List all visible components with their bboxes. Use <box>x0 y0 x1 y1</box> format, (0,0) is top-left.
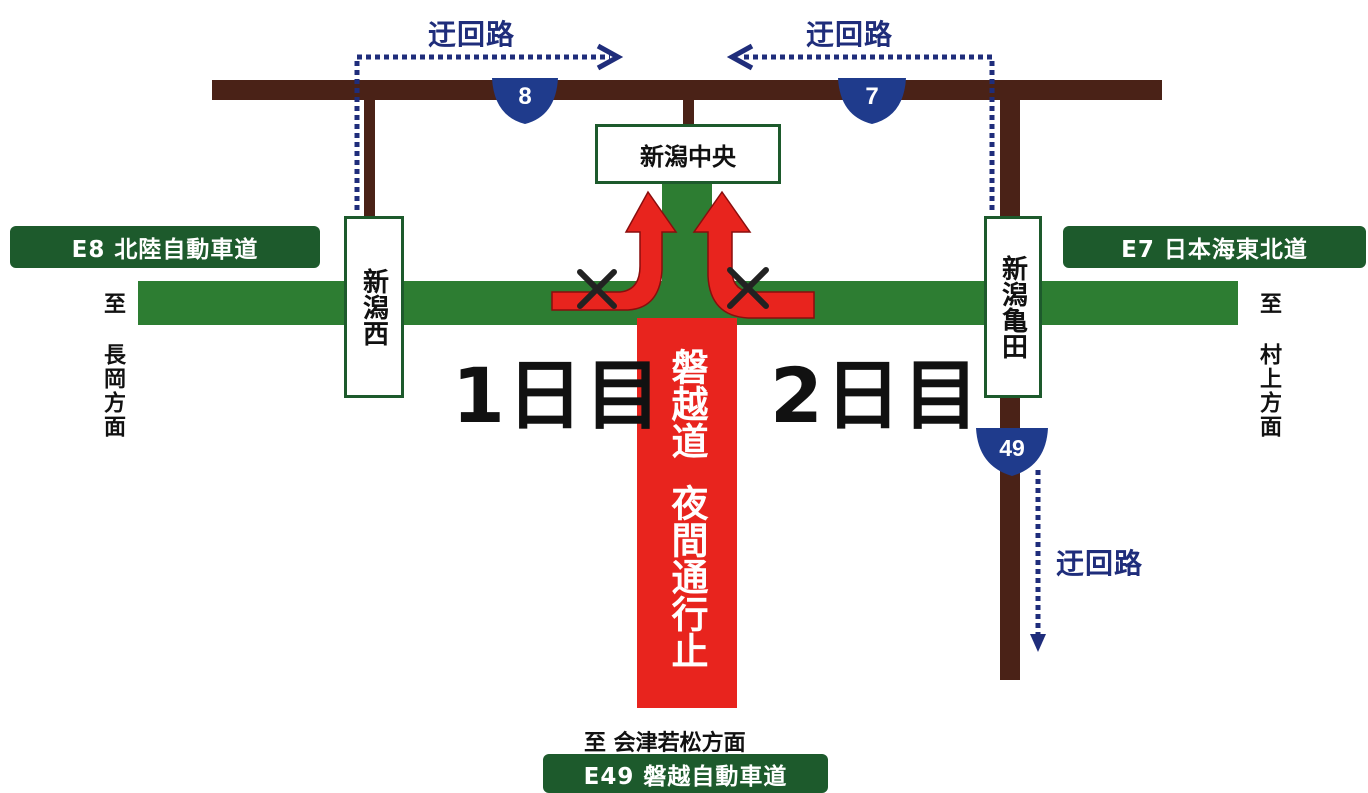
destination-east: 至 村上方面 <box>1256 292 1281 439</box>
interchange-niigata-kameda-label: 新潟亀田 <box>997 255 1028 359</box>
national-road-horizontal <box>212 80 1162 100</box>
route-7-shield: 7 <box>838 78 906 124</box>
detour-label-west: 迂回路 <box>428 18 516 51</box>
day1-label: 1日目 <box>452 351 663 440</box>
detour-arrowhead-east <box>726 43 754 71</box>
expressway-label-e49: E49 磐越自動車道 <box>543 754 828 793</box>
interchange-niigata-nishi-label: 新潟西 <box>358 268 389 346</box>
closure-text-line1: 磐越道 <box>665 348 708 459</box>
svg-text:7: 7 <box>865 83 878 110</box>
closure-text-line2: 夜間通行止 <box>665 484 708 669</box>
interchange-niigata-chuo: 新潟中央 <box>595 124 781 184</box>
destination-west: 至 長岡方面 <box>100 292 125 439</box>
connector-niigata-nishi <box>364 100 375 218</box>
closure-x-mark-west <box>577 269 617 309</box>
interchange-niigata-chuo-label: 新潟中央 <box>640 142 736 171</box>
detour-path-west <box>354 54 610 210</box>
detour-label-east: 迂回路 <box>806 18 894 51</box>
detour-label-south: 迂回路 <box>1056 547 1144 580</box>
route-49-shield: 49 <box>976 428 1048 476</box>
detour-arrowhead-west <box>596 43 624 71</box>
expressway-label-e49-text: E49 磐越自動車道 <box>583 763 788 790</box>
expressway-horizontal <box>138 281 1238 325</box>
closed-ramp-east <box>692 190 815 319</box>
route-8-shield: 8 <box>492 78 558 124</box>
svg-text:49: 49 <box>999 435 1025 461</box>
interchange-niigata-kameda: 新潟亀田 <box>984 216 1042 398</box>
closed-ramp-west <box>551 190 678 311</box>
expressway-label-e7-text: E7 日本海東北道 <box>1121 237 1308 263</box>
expressway-label-e8: E8 北陸自動車道 <box>10 226 320 268</box>
detour-arrowhead-south <box>1030 634 1046 652</box>
connector-niigata-chuo <box>683 100 694 125</box>
svg-text:8: 8 <box>518 83 531 110</box>
interchange-niigata-nishi: 新潟西 <box>344 216 404 398</box>
detour-path-east <box>742 54 995 210</box>
day2-label: 2日目 <box>770 351 981 440</box>
closure-x-mark-east <box>727 267 769 309</box>
closed-expressway-banetsu <box>637 318 737 708</box>
expressway-label-e8-text: E8 北陸自動車道 <box>71 237 259 263</box>
expressway-label-e7: E7 日本海東北道 <box>1063 226 1366 268</box>
destination-south: 至 会津若松方面 <box>584 731 746 756</box>
